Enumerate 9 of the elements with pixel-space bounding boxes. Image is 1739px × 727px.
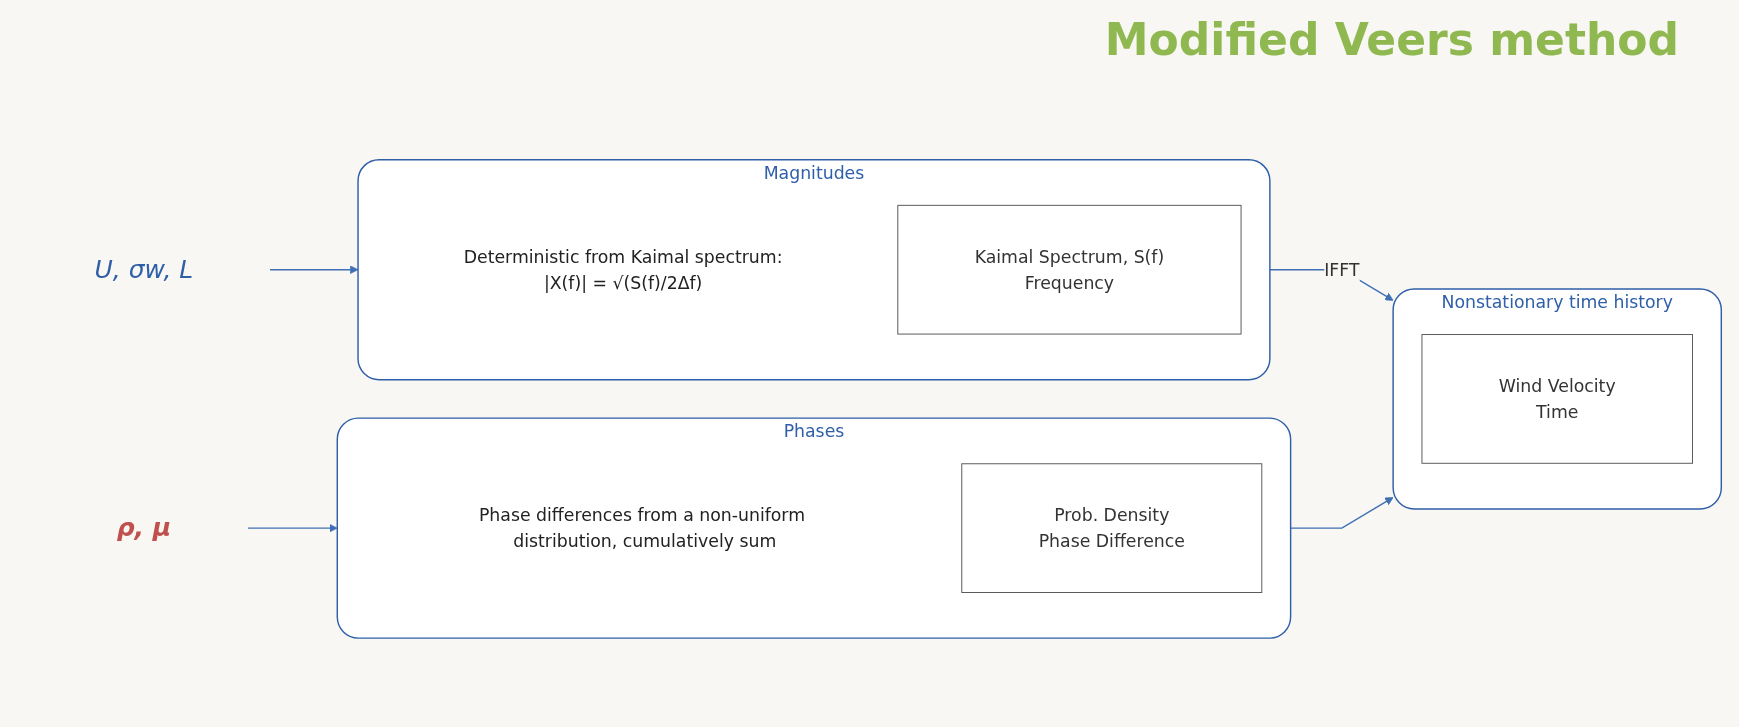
node-text: U, σw, L [94,254,194,284]
node-box: Wind Velocity Time [1421,333,1693,464]
arrow [247,523,338,532]
diagram-title: Modified Veers method [1104,14,1679,65]
edge-label: IFFT [1324,259,1360,280]
node-text: ρ, μ [116,512,172,542]
arrow [269,265,359,274]
node-box: Prob. Density Phase Difference [961,462,1263,593]
node-box: Kaimal Spectrum, S(f) Frequency [897,204,1242,335]
